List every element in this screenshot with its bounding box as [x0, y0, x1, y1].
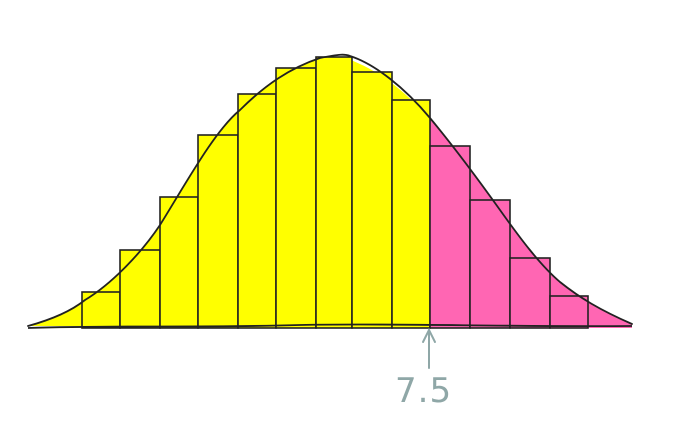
- histogram-bar: [351, 71, 393, 329]
- histogram-bar: [391, 99, 431, 329]
- marker-arrow: [422, 327, 436, 369]
- histogram-bar: [429, 145, 471, 329]
- right-histogram-bars: [429, 145, 589, 329]
- histogram-bar: [509, 257, 551, 329]
- baseline: [27, 323, 633, 329]
- histogram-bar: [315, 56, 353, 329]
- normal-curve: [27, 53, 633, 327]
- histogram-bar: [469, 199, 511, 329]
- histogram-bar: [81, 291, 121, 329]
- histogram-bar: [197, 134, 239, 329]
- histogram-bar: [159, 196, 199, 329]
- marker-label: 7.5: [395, 371, 452, 411]
- histogram-bar: [119, 249, 161, 329]
- histogram-bar: [237, 93, 277, 329]
- histogram-bar: [549, 295, 589, 329]
- left-histogram-bars: [81, 56, 431, 329]
- histogram-bar: [275, 67, 317, 329]
